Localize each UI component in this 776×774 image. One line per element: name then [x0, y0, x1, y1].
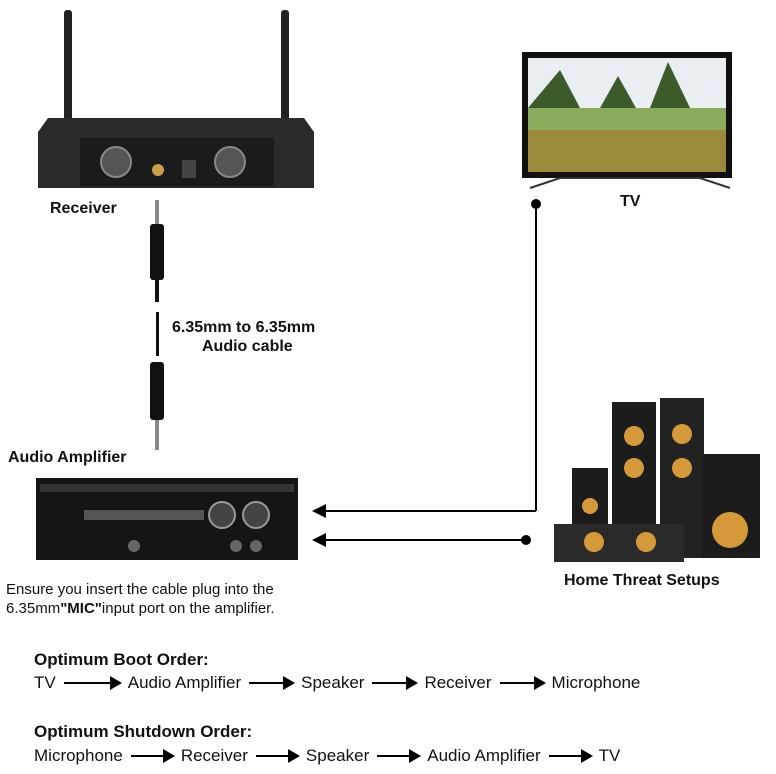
instruction-line-2: 6.35mm"MIC"input port on the amplifier.	[6, 599, 275, 618]
instruction-note: Ensure you insert the cable plug into th…	[6, 580, 275, 618]
tv-device	[522, 52, 732, 189]
receiver-label: Receiver	[50, 200, 117, 217]
instruction-prefix: 6.35mm	[6, 600, 61, 617]
boot-step: Receiver	[424, 673, 492, 692]
arrow-right-icon	[130, 749, 175, 763]
shutdown-order-title: Optimum Shutdown Order:	[34, 722, 253, 741]
arrow-right-icon	[548, 749, 593, 763]
shutdown-step: Speaker	[305, 746, 370, 765]
cable-line	[156, 312, 159, 356]
instruction-line-1: Ensure you insert the cable plug into th…	[6, 581, 274, 598]
shutdown-order-row: Microphone Receiver Speaker Audio Amplif…	[34, 745, 620, 767]
arrow-right-icon	[377, 749, 422, 763]
boot-step: TV	[34, 673, 56, 692]
boot-step: Microphone	[551, 673, 641, 692]
tv-connection-dot	[531, 199, 541, 209]
boot-step: Audio Amplifier	[127, 673, 242, 692]
boot-step: Speaker	[301, 673, 365, 692]
amp-input-arrow-bottom	[312, 533, 326, 547]
instruction-suffix: input port on the amplifier.	[101, 600, 275, 617]
arrow-right-icon	[255, 749, 300, 763]
shutdown-step: Receiver	[180, 746, 248, 765]
arrow-right-icon	[249, 676, 296, 690]
arrow-right-icon	[372, 676, 419, 690]
home-theater-label: Home Threat Setups	[564, 572, 720, 589]
shutdown-step: Audio Amplifier	[427, 746, 541, 765]
cable-plug-bottom	[150, 362, 164, 450]
shutdown-step: Microphone	[34, 746, 123, 765]
arrow-right-icon	[63, 676, 122, 690]
boot-order-title: Optimum Boot Order:	[34, 650, 209, 669]
receiver-device	[38, 10, 314, 188]
arrow-right-icon	[499, 676, 546, 690]
cable-plug-top	[150, 200, 164, 302]
amplifier-device	[36, 478, 298, 560]
shutdown-step: TV	[598, 746, 621, 765]
amplifier-label: Audio Amplifier	[8, 449, 127, 466]
speaker-connection-dot	[521, 535, 531, 545]
cable-label-line1: 6.35mm to 6.35mm	[172, 319, 316, 336]
boot-order-row: TV Audio Amplifier Speaker Receiver Micr…	[34, 672, 640, 694]
amp-input-arrow-top	[312, 504, 326, 518]
tv-to-amp-line	[320, 204, 537, 512]
tv-label: TV	[620, 193, 641, 210]
cable-label-line2: Audio cable	[202, 338, 293, 355]
speaker-set	[554, 398, 760, 562]
instruction-mic: "MIC"	[60, 600, 102, 617]
